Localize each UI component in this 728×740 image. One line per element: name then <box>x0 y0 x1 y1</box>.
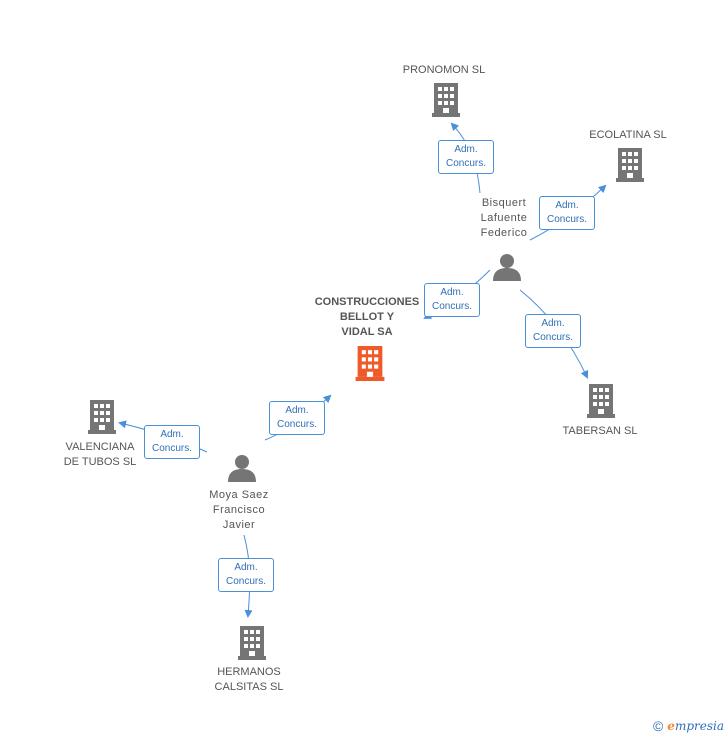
brand-rest: mpresia <box>674 719 724 733</box>
node-label-pronomon[interactable]: PRONOMON SL <box>402 64 486 76</box>
hermanos-building-icon <box>238 626 266 660</box>
edge-label-moya-main: Adm. Concurs. <box>269 401 325 435</box>
node-label-moya[interactable]: Moya Saez Francisco Javier <box>209 489 269 531</box>
footer-credit: © empresia <box>653 718 724 734</box>
edge-label-moya-valenciana: Adm. Concurs. <box>144 425 200 459</box>
node-label-bisquert[interactable]: Bisquert Lafuente Federico <box>480 197 528 239</box>
edge-label-bisquert-ecolatina: Adm. Concurs. <box>539 196 595 230</box>
bisquert-person-icon <box>493 254 521 281</box>
ecolatina-building-icon <box>616 148 644 182</box>
moya-person-icon <box>228 455 256 482</box>
edge-label-bisquert-pronomon: Adm. Concurs. <box>438 140 494 174</box>
edge-label-bisquert-tabersan: Adm. Concurs. <box>525 314 581 348</box>
valenciana-building-icon <box>88 400 116 434</box>
brand-initial: e <box>667 719 675 733</box>
tabersan-building-icon <box>587 384 615 418</box>
main-building-icon <box>355 346 385 381</box>
node-label-main-company[interactable]: CONSTRUCCIONES BELLOT Y VIDAL SA <box>314 296 420 338</box>
node-label-valenciana[interactable]: VALENCIANA DE TUBOS SL <box>63 441 137 468</box>
edge-label-bisquert-main: Adm. Concurs. <box>424 283 480 317</box>
empresia-logo[interactable]: empresia <box>667 719 724 733</box>
pronomon-building-icon <box>432 83 460 117</box>
node-label-ecolatina[interactable]: ECOLATINA SL <box>589 129 667 141</box>
copyright-icon: © <box>652 718 664 734</box>
node-label-hermanos[interactable]: HERMANOS CALSITAS SL <box>214 666 284 693</box>
node-label-tabersan[interactable]: TABERSAN SL <box>562 425 638 437</box>
edge-label-moya-hermanos: Adm. Concurs. <box>218 558 274 592</box>
